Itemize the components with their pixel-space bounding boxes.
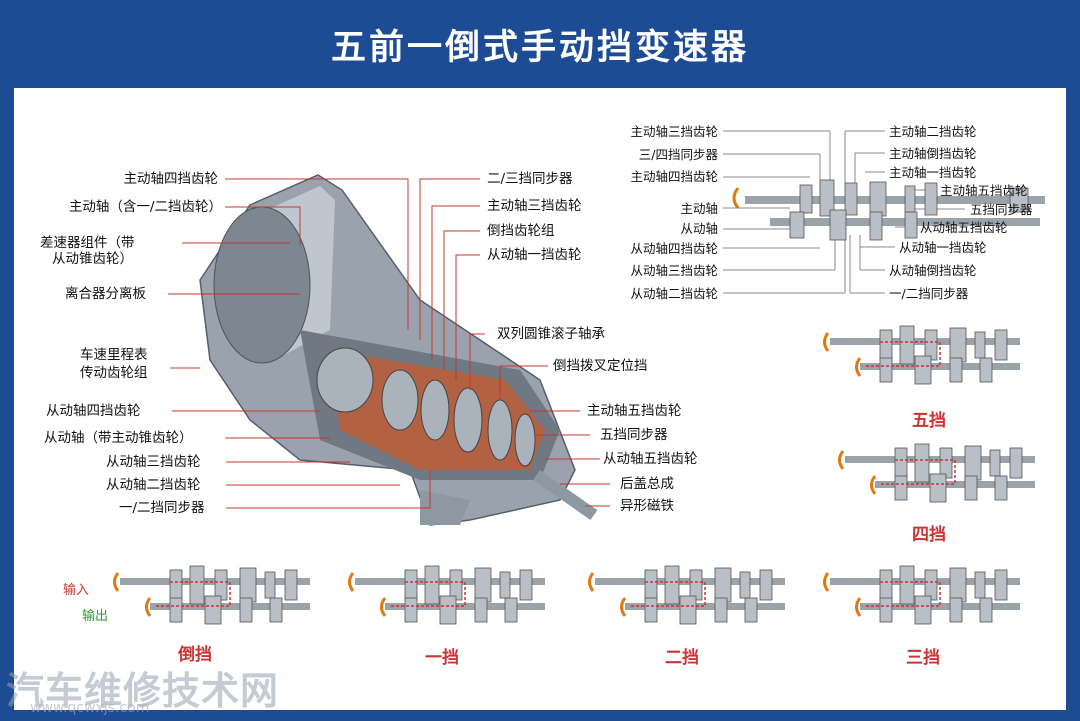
schem-label-r8: 一/二挡同步器: [889, 286, 969, 301]
label-counter-shaft-3rd-gear: 从动轴三挡齿轮: [106, 454, 201, 470]
label-magnet: 异形磁铁: [620, 498, 674, 514]
caption-5th-gear: 五挡: [912, 411, 946, 431]
label-reverse-gear-set: 倒挡齿轮组: [487, 223, 555, 239]
caption-3rd-gear: 三挡: [906, 648, 940, 668]
schem-label-l4: 从动轴: [680, 221, 718, 236]
schem-label-r7: 从动轴倒挡齿轮: [889, 263, 977, 278]
schem-label-r1: 主动轴倒挡齿轮: [889, 146, 977, 161]
watermark: 汽车维修技术网: [6, 669, 280, 713]
gear-diagram-1: [348, 565, 545, 625]
label-speedometer-2: 传动齿轮组: [80, 365, 148, 381]
schem-label-l0: 主动轴三挡齿轮: [630, 124, 718, 139]
label-differential-2: 从动锥齿轮）: [52, 251, 133, 267]
label-1-2-synchronizer: 一/二挡同步器: [119, 500, 205, 516]
label-reverse-fork-stop: 倒挡拨叉定位挡: [553, 358, 648, 374]
caption-1st-gear: 一挡: [425, 648, 459, 668]
schem-label-l7: 从动轴二挡齿轮: [630, 286, 718, 301]
caption-2nd-gear: 二挡: [665, 648, 699, 668]
schem-label-l2: 主动轴四挡齿轮: [630, 169, 718, 184]
caption-reverse-gear: 倒挡: [178, 645, 212, 665]
label-2-3-synchronizer: 二/三挡同步器: [487, 171, 573, 187]
label-main-shaft-3rd-gear: 主动轴三挡齿轮: [487, 198, 582, 214]
label-counter-shaft-5th-gear: 从动轴五挡齿轮: [603, 451, 698, 467]
schem-label-r3: 主动轴五挡齿轮: [940, 183, 1028, 198]
gear-diagram-0: [113, 565, 310, 625]
label-counter-shaft: 从动轴（带主动锥齿轮）: [44, 430, 193, 446]
label-5th-synchronizer: 五挡同步器: [600, 427, 668, 443]
label-rear-cover: 后盖总成: [620, 476, 674, 492]
caption-4th-gear: 四挡: [912, 525, 946, 545]
gear-diagram-2: [588, 565, 785, 625]
label-clutch-release-plate: 离合器分离板: [65, 286, 146, 302]
schem-label-r4: 五挡同步器: [970, 202, 1033, 217]
label-main-shaft-5th-gear: 主动轴五挡齿轮: [587, 403, 682, 419]
label-main-shaft-4th-gear: 主动轴四挡齿轮: [123, 171, 219, 187]
label-main-shaft: 主动轴（含一/二挡齿轮）: [68, 199, 222, 215]
gear-train-schematic: [723, 130, 1045, 294]
gear-diagram-4: [823, 325, 1020, 385]
watermark-url: www.qcwxjs.com: [30, 700, 150, 716]
page-title: 五前一倒式手动挡变速器: [330, 27, 749, 68]
label-counter-shaft-1st-gear: 从动轴一挡齿轮: [487, 247, 582, 263]
schem-label-l6: 从动轴三挡齿轮: [630, 263, 718, 278]
gear-diagram-3: [823, 565, 1020, 625]
schem-label-r6: 从动轴一挡齿轮: [899, 240, 987, 255]
gear-diagram-5: [838, 443, 1035, 503]
label-counter-shaft-4th-gear: 从动轴四挡齿轮: [46, 403, 141, 419]
schem-label-l5: 从动轴四挡齿轮: [630, 241, 718, 256]
label-differential-1: 差速器组件（带: [40, 235, 135, 251]
output-label: 输出: [82, 609, 109, 624]
schem-label-r5: 从动轴五挡齿轮: [920, 220, 1008, 235]
schem-label-r0: 主动轴二挡齿轮: [889, 124, 977, 139]
gear-position-diagrams: [113, 325, 1035, 625]
schem-label-l1: 三/四挡同步器: [638, 147, 718, 162]
schem-label-l3: 主动轴: [680, 201, 718, 216]
input-label: 输入: [63, 583, 90, 598]
schem-label-r2: 主动轴一挡齿轮: [889, 165, 977, 180]
label-counter-shaft-2nd-gear: 从动轴二挡齿轮: [106, 477, 201, 493]
label-speedometer-1: 车速里程表: [80, 347, 148, 363]
label-tapered-roller-bearing: 双列圆锥滚子轴承: [497, 326, 605, 342]
leader-lines: [168, 178, 610, 509]
